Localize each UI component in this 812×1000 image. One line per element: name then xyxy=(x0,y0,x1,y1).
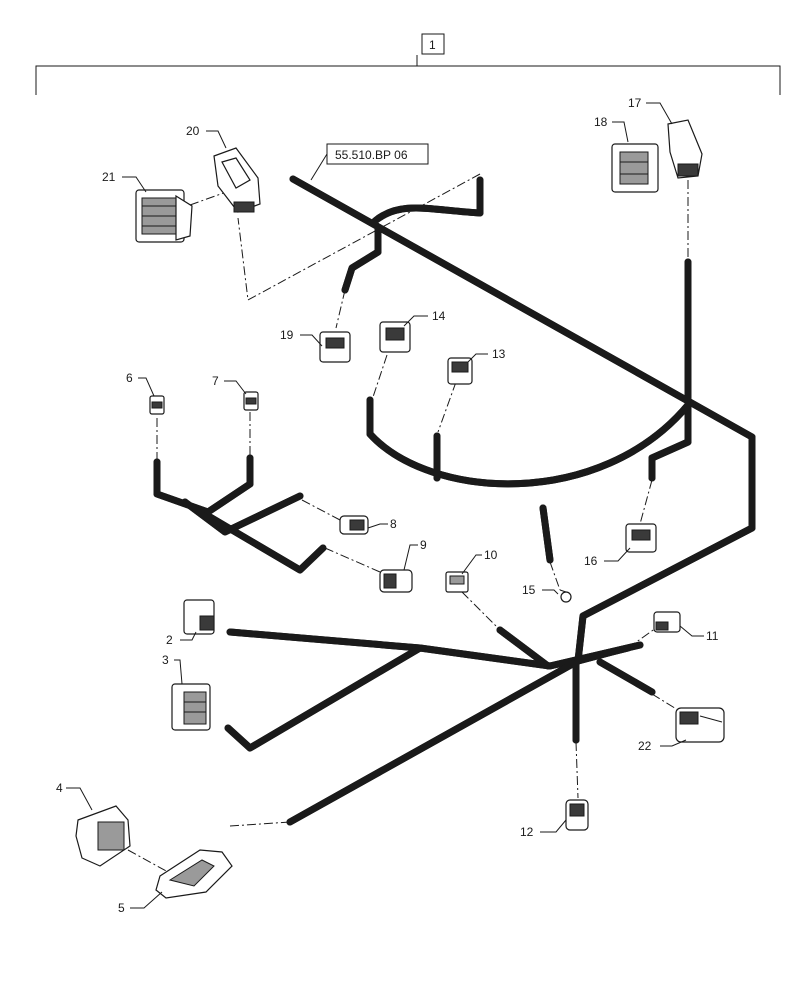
callout-4: 4 xyxy=(56,781,63,795)
connection-lines xyxy=(127,173,689,873)
callout-labels: 21 20 18 17 19 14 13 6 7 8 9 10 15 16 11… xyxy=(56,96,719,915)
callout-10: 10 xyxy=(484,548,498,562)
connector-18 xyxy=(611,143,659,193)
callout-20: 20 xyxy=(186,124,200,138)
wiring-harness xyxy=(153,175,756,826)
callout-17: 17 xyxy=(628,96,642,110)
callout-18: 18 xyxy=(594,115,608,129)
reference-text: 55.510.BP 06 xyxy=(335,148,408,162)
connector-3 xyxy=(171,683,211,731)
callout-19: 19 xyxy=(280,328,294,342)
connector-19 xyxy=(319,331,351,363)
connector-5 xyxy=(155,849,233,899)
callout-6: 6 xyxy=(126,371,133,385)
reference-label: 55.510.BP 06 xyxy=(310,143,429,181)
connector-9 xyxy=(379,569,413,593)
connector-14 xyxy=(379,321,411,353)
connector-13 xyxy=(447,357,473,385)
connector-2 xyxy=(183,599,215,635)
connector-10 xyxy=(445,571,469,593)
assembly-brace: 1 xyxy=(35,33,781,95)
assembly-number: 1 xyxy=(429,38,436,52)
callout-11: 11 xyxy=(706,629,719,643)
callout-5: 5 xyxy=(118,901,125,915)
connector-11 xyxy=(653,611,681,633)
connector-21 xyxy=(135,189,193,243)
callout-13: 13 xyxy=(492,347,506,361)
connector-12 xyxy=(565,799,589,831)
terminal-15 xyxy=(559,589,572,603)
connector-20 xyxy=(213,147,261,213)
callout-14: 14 xyxy=(432,309,446,323)
callout-22: 22 xyxy=(638,739,652,753)
callout-12: 12 xyxy=(520,825,534,839)
callout-21: 21 xyxy=(102,170,116,184)
assembly-number-box xyxy=(421,33,445,55)
connector-17 xyxy=(667,119,703,179)
connector-8 xyxy=(339,515,369,535)
connector-16 xyxy=(625,523,657,553)
callout-9: 9 xyxy=(420,538,427,552)
connector-4 xyxy=(75,805,131,867)
connector-6 xyxy=(149,395,165,415)
callout-2: 2 xyxy=(166,633,173,647)
callout-16: 16 xyxy=(584,554,598,568)
callout-15: 15 xyxy=(522,583,536,597)
callout-3: 3 xyxy=(162,653,169,667)
callout-7: 7 xyxy=(212,374,219,388)
connector-7 xyxy=(243,391,259,411)
connector-22 xyxy=(675,707,725,743)
callout-8: 8 xyxy=(390,517,397,531)
callout-leaders xyxy=(66,102,704,909)
